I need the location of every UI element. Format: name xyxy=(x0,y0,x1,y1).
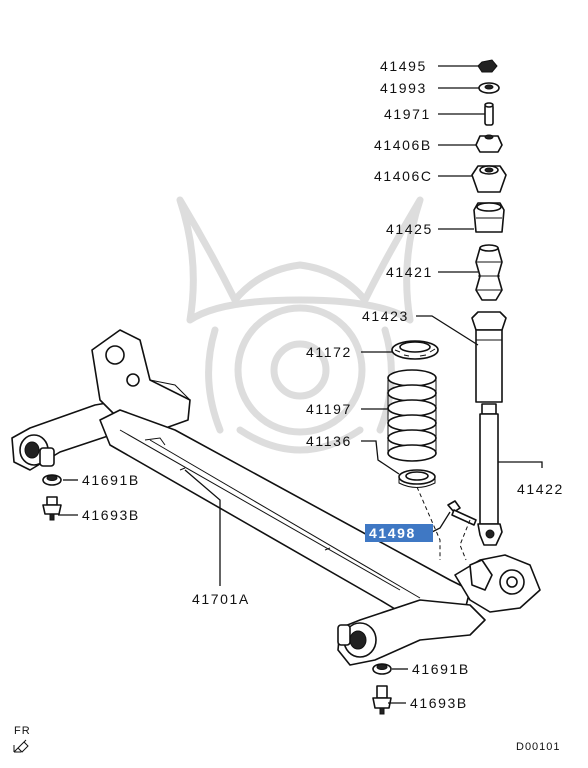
highlight-box xyxy=(365,524,433,542)
bushing-41406c[interactable] xyxy=(471,165,507,193)
diagram-code: D00101 xyxy=(516,741,561,753)
washer-41691b-bottom[interactable] xyxy=(372,663,392,675)
label-41691b-bottom[interactable]: 41691B xyxy=(412,661,470,677)
label-41993[interactable]: 41993 xyxy=(380,80,427,96)
bushing-41406b[interactable] xyxy=(475,134,503,153)
watermark-logo xyxy=(176,196,424,454)
label-41425[interactable]: 41425 xyxy=(386,221,433,237)
label-41693b-top[interactable]: 41693B xyxy=(82,507,140,523)
label-41701a[interactable]: 41701A xyxy=(192,591,250,607)
front-label: FR xyxy=(14,725,31,737)
label-41498-highlight[interactable]: 41498 xyxy=(365,524,433,542)
label-41693b-bottom[interactable]: 41693B xyxy=(410,695,468,711)
bolt-41693b-top[interactable] xyxy=(42,496,62,521)
spring-pad-41136[interactable] xyxy=(398,469,436,488)
label-41691b-top[interactable]: 41691B xyxy=(82,472,140,488)
shock-absorber-41422[interactable] xyxy=(477,403,503,546)
bump-stop-41421[interactable] xyxy=(475,244,503,301)
cup-41425[interactable] xyxy=(473,202,505,233)
washer-41691b-top[interactable] xyxy=(42,474,62,486)
front-indicator: FR xyxy=(13,725,31,753)
label-41197[interactable]: 41197 xyxy=(306,401,352,417)
label-41422[interactable]: 41422 xyxy=(517,481,564,497)
washer-41993[interactable] xyxy=(478,82,500,94)
label-41406c[interactable]: 41406C xyxy=(374,168,433,184)
bolt-41693b-bottom[interactable] xyxy=(372,685,392,715)
label-41136[interactable]: 41136 xyxy=(306,433,352,449)
nut-41495[interactable] xyxy=(477,59,498,73)
rear-axle-beam[interactable] xyxy=(11,329,541,666)
front-arrow-icon xyxy=(13,739,29,753)
bolt-41498[interactable] xyxy=(447,500,477,526)
label-41495[interactable]: 41495 xyxy=(380,58,427,74)
shock-absorber-41423[interactable] xyxy=(471,311,507,403)
coil-spring-41197[interactable] xyxy=(387,369,437,462)
label-41421[interactable]: 41421 xyxy=(386,264,433,280)
label-41971[interactable]: 41971 xyxy=(384,106,431,122)
collar-41971[interactable] xyxy=(484,102,494,126)
label-41406b[interactable]: 41406B xyxy=(374,137,432,153)
spring-seat-41172[interactable] xyxy=(391,340,439,360)
label-41172[interactable]: 41172 xyxy=(306,344,352,360)
label-41423[interactable]: 41423 xyxy=(362,308,409,324)
label-41498[interactable]: 41498 xyxy=(369,525,416,541)
